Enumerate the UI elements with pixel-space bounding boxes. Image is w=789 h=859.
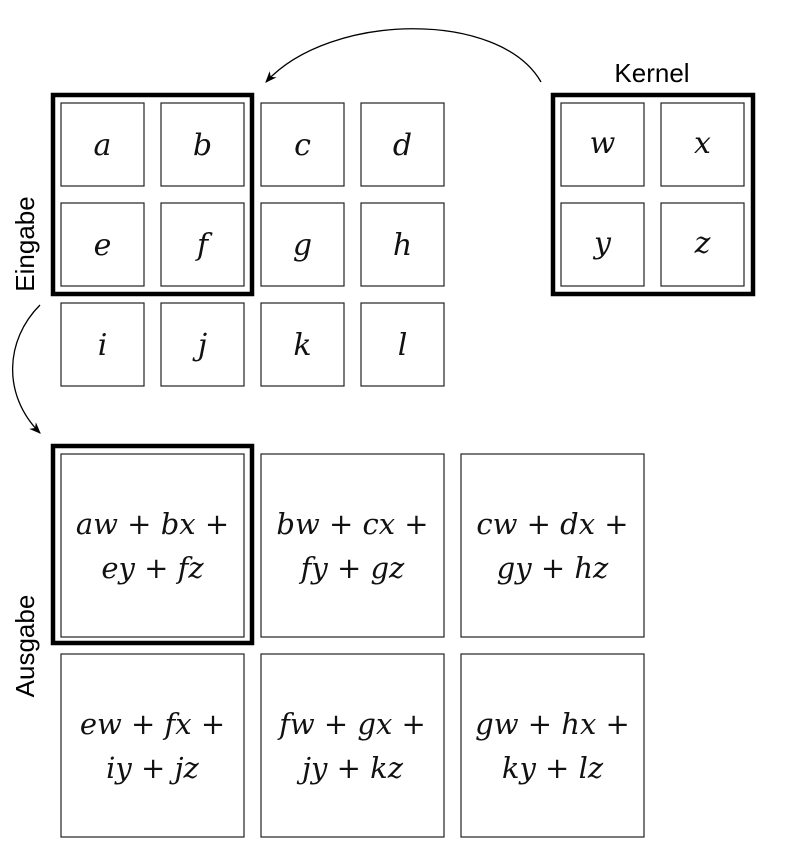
output-cell-line: ky + lz	[502, 751, 604, 785]
input-cell	[160, 202, 245, 287]
input-cell-value: i	[98, 328, 108, 363]
input-cell-value: b	[193, 128, 212, 163]
input-cell-value: g	[293, 228, 312, 263]
output-cell-line: iy + jz	[106, 751, 199, 785]
kernel-cell	[660, 202, 745, 287]
input-cell	[260, 302, 345, 387]
output-grid: aw + bx + ey + fz bw + cx + fy + gz cw + dx …	[60, 453, 645, 838]
input-cell-value: d	[393, 128, 412, 163]
output-cell-line: aw + bx +	[76, 507, 229, 541]
input-cell	[360, 202, 445, 287]
input-cell	[160, 302, 245, 387]
kernel-cell	[660, 102, 745, 187]
kernel-to-input-arrow	[265, 28, 542, 83]
input-cell	[60, 102, 145, 187]
output-cell	[60, 453, 245, 638]
input-cell	[360, 102, 445, 187]
input-label: Eingabe	[10, 196, 40, 291]
output-highlight	[50, 443, 255, 646]
kernel-grid: w x y z	[560, 102, 745, 287]
output-cell-line: fw + gx +	[277, 707, 426, 741]
output-cell-line: gy + hz	[497, 551, 609, 585]
output-cell-line: bw + cx +	[276, 507, 428, 541]
input-cell-value: c	[294, 128, 311, 163]
input-cell	[60, 302, 145, 387]
input-cell	[260, 102, 345, 187]
input-cell-value: a	[94, 128, 112, 163]
output-cell-line: gw + hx +	[475, 707, 630, 741]
kernel-label: Kernel	[614, 58, 689, 88]
input-cell	[360, 302, 445, 387]
input-cell-value: l	[398, 328, 408, 363]
input-to-output-arrow	[12, 304, 41, 434]
input-cell	[60, 202, 145, 287]
input-cell-value: k	[293, 328, 311, 363]
input-cell-value: h	[393, 228, 412, 263]
output-cell-line: fy + gz	[299, 551, 405, 585]
kernel-cell-value: y	[592, 226, 612, 261]
output-cell-line: cw + dx +	[476, 507, 628, 541]
kernel-cell-value: x	[694, 126, 711, 161]
input-window-highlight	[50, 92, 255, 297]
kernel-cell	[560, 202, 645, 287]
kernel-cell-value: w	[590, 126, 616, 161]
output-cell	[60, 653, 245, 838]
output-cell	[460, 653, 645, 838]
output-cell-line: ew + fx +	[80, 707, 225, 741]
input-cell-value: e	[94, 228, 112, 263]
input-cell	[160, 102, 245, 187]
output-cell-line: jy + kz	[296, 751, 404, 785]
output-cell-line: ey + fz	[101, 551, 204, 585]
output-label: Ausgabe	[10, 595, 40, 698]
kernel-frame	[550, 92, 756, 297]
kernel-cell	[560, 102, 645, 187]
output-cell	[260, 453, 445, 638]
output-cell	[460, 453, 645, 638]
input-cell	[260, 202, 345, 287]
output-cell	[260, 653, 445, 838]
kernel-cell-value: z	[694, 226, 711, 261]
